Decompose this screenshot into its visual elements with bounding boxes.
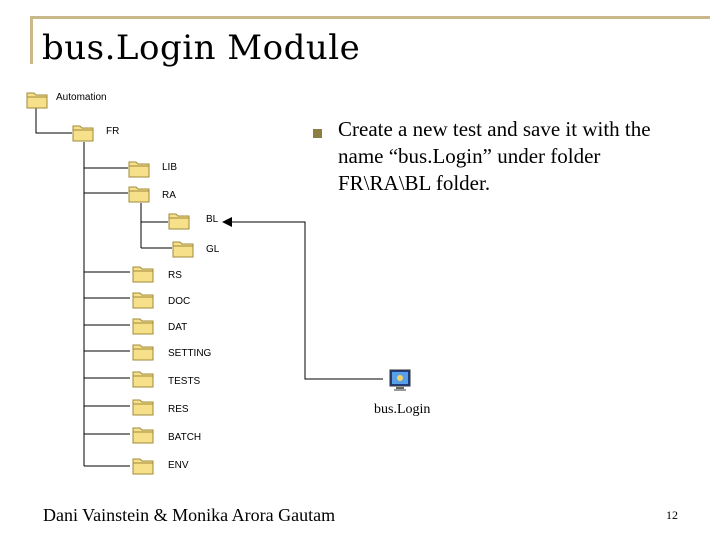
folder-label-dat[interactable]: DAT xyxy=(168,322,188,333)
bullet-text: Create a new test and save it with the n… xyxy=(338,117,651,195)
folder-label-bl[interactable]: BL xyxy=(206,214,219,225)
folder-label-rs[interactable]: RS xyxy=(168,270,182,281)
folder-label-doc[interactable]: DOC xyxy=(168,296,191,307)
folder-label-env[interactable]: ENV xyxy=(168,460,189,471)
folder-label-automation[interactable]: Automation xyxy=(56,92,107,103)
folder-label-gl[interactable]: GL xyxy=(206,244,220,255)
folder-label-tests[interactable]: TESTS xyxy=(168,376,201,387)
folder-label-ra[interactable]: RA xyxy=(162,190,176,201)
folder-icon[interactable] xyxy=(168,210,190,230)
folder-icon[interactable] xyxy=(26,89,48,109)
test-file-icon[interactable] xyxy=(388,368,414,394)
folder-label-res[interactable]: RES xyxy=(168,404,189,415)
folder-icon[interactable] xyxy=(172,238,194,258)
folder-label-setting[interactable]: SETTING xyxy=(168,348,212,359)
folder-icon[interactable] xyxy=(132,396,154,416)
folder-icon[interactable] xyxy=(132,341,154,361)
folder-icon[interactable] xyxy=(132,424,154,444)
footer-authors: Dani Vainstein & Monika Arora Gautam xyxy=(43,505,336,525)
frame-left-line xyxy=(30,16,33,64)
folder-icon[interactable] xyxy=(132,315,154,335)
file-label[interactable]: bus.Login xyxy=(374,402,431,417)
folder-icon[interactable] xyxy=(132,368,154,388)
folder-icon[interactable] xyxy=(132,263,154,283)
slide-title: bus.Login Module xyxy=(42,28,361,68)
folder-icon[interactable] xyxy=(132,289,154,309)
folder-icon[interactable] xyxy=(132,455,154,475)
square-bullet xyxy=(313,129,322,138)
folder-icon[interactable] xyxy=(128,158,150,178)
folder-label-fr[interactable]: FR xyxy=(106,126,120,137)
folder-label-lib[interactable]: LIB xyxy=(162,162,178,173)
page-number: 12 xyxy=(666,508,678,522)
folder-label-batch[interactable]: BATCH xyxy=(168,432,202,443)
folder-icon[interactable] xyxy=(72,122,94,142)
frame-top-line xyxy=(30,16,710,19)
folder-icon[interactable] xyxy=(128,183,150,203)
